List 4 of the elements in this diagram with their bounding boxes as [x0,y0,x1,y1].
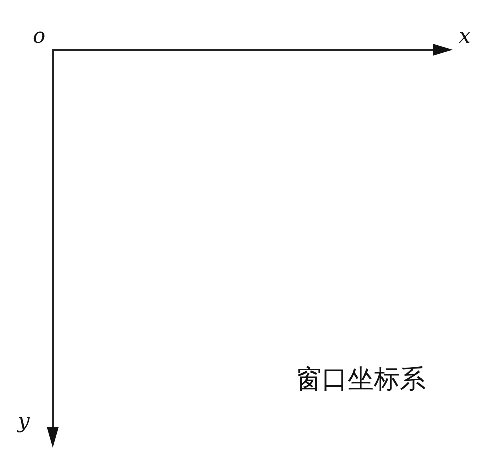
axis-label: y [18,411,30,432]
caption-text: 窗口坐标系 [296,367,426,393]
axis-label: x [459,26,471,47]
origin-label: o [33,26,46,47]
